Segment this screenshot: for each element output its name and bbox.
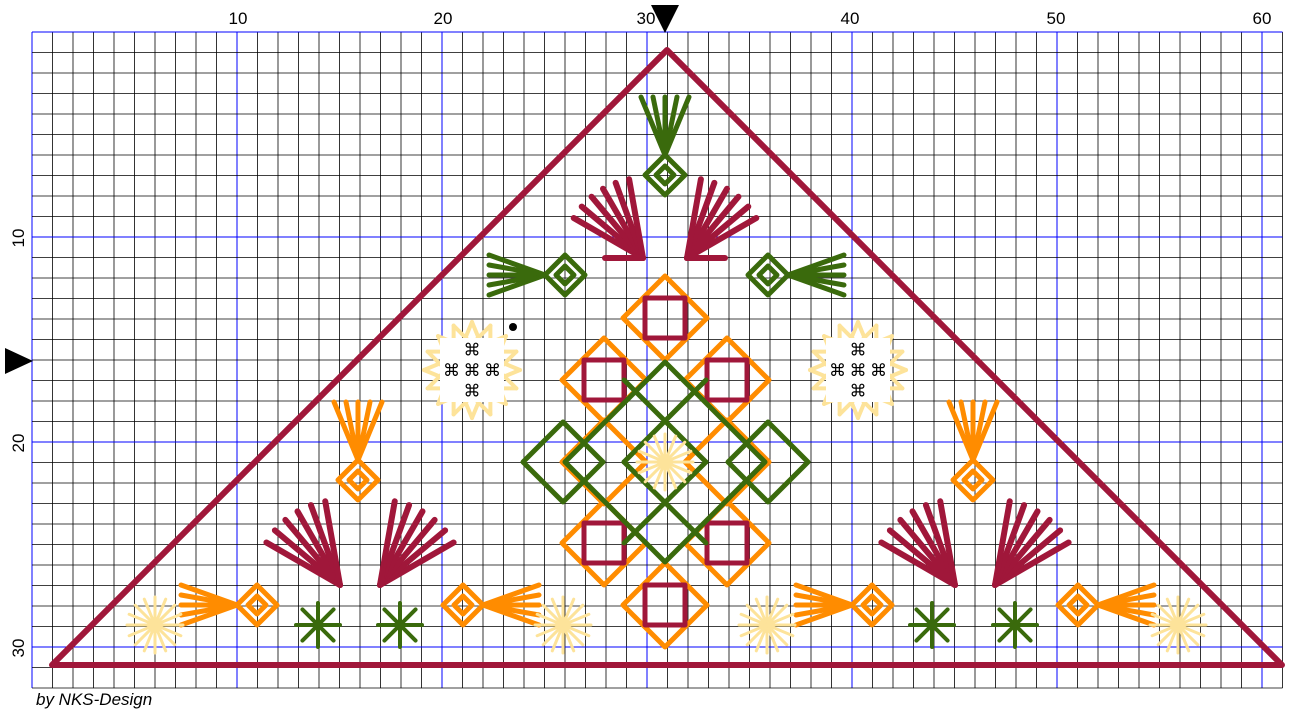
start-dot-icon <box>509 323 517 331</box>
orange-diamond-motif <box>685 338 769 422</box>
green-arrow-motif <box>645 155 685 195</box>
green-arrow-motif <box>656 166 674 184</box>
orange-arrow-motif <box>443 585 483 625</box>
orange-arrow-motif <box>852 585 892 625</box>
orange-arrow-motif <box>1058 585 1098 625</box>
orange-arrow-motif <box>863 596 881 614</box>
top-tick-label: 50 <box>1047 9 1066 28</box>
green-arrow-motif <box>759 266 777 284</box>
orange-arrow-motif <box>964 471 982 489</box>
burgundy-square-motif <box>645 298 685 338</box>
burgundy-square-motif <box>645 585 685 625</box>
burgundy-square-motif <box>584 523 624 563</box>
top-tick-label: 40 <box>841 9 860 28</box>
orange-arrow-motif <box>248 596 266 614</box>
orange-arrow-motif <box>454 596 472 614</box>
green-arrow-motif <box>748 255 788 295</box>
left-tick-label: 20 <box>9 434 28 453</box>
orange-arrow-motif <box>338 460 378 500</box>
orange-arrow-motif <box>1069 596 1087 614</box>
left-tick-label: 30 <box>9 639 28 658</box>
orange-arrow-motif <box>953 460 993 500</box>
stitch-symbol-icon: ⌘ <box>850 341 867 361</box>
stitch-symbol-icon: ⌘ <box>464 341 481 361</box>
top-tick-label: 30 <box>637 9 656 28</box>
orange-arrow-motif <box>237 585 277 625</box>
orange-diamond-motif <box>562 501 646 585</box>
stitch-symbol-icon: ⌘ <box>464 361 481 381</box>
burgundy-square-motif <box>707 523 747 563</box>
stitch-symbol-icon: ⌘ <box>443 361 460 381</box>
left-tick-label: 10 <box>9 229 28 248</box>
orange-diamond-motif <box>685 501 769 585</box>
stitch-symbol-icon: ⌘ <box>464 382 481 402</box>
orange-diamond-motif <box>623 563 707 647</box>
top-tick-label: 20 <box>434 9 453 28</box>
orange-diamond-motif <box>562 338 646 422</box>
stitch-symbol-icon: ⌘ <box>850 382 867 402</box>
credit-text: by NKS-Design <box>36 690 152 710</box>
stitch-symbol-icon: ⌘ <box>484 361 501 381</box>
stitch-symbol-icon: ⌘ <box>829 361 846 381</box>
orange-diamond-motif <box>623 276 707 360</box>
burgundy-square-motif <box>584 360 624 400</box>
stitch-symbol-icon: ⌘ <box>870 361 887 381</box>
top-tick-label: 10 <box>229 9 248 28</box>
left-center-marker-icon[interactable] <box>5 348 33 374</box>
orange-arrow-motif <box>349 471 367 489</box>
top-tick-label: 60 <box>1253 9 1272 28</box>
burgundy-square-motif <box>707 360 747 400</box>
stitch-symbol-icon: ⌘ <box>850 361 867 381</box>
